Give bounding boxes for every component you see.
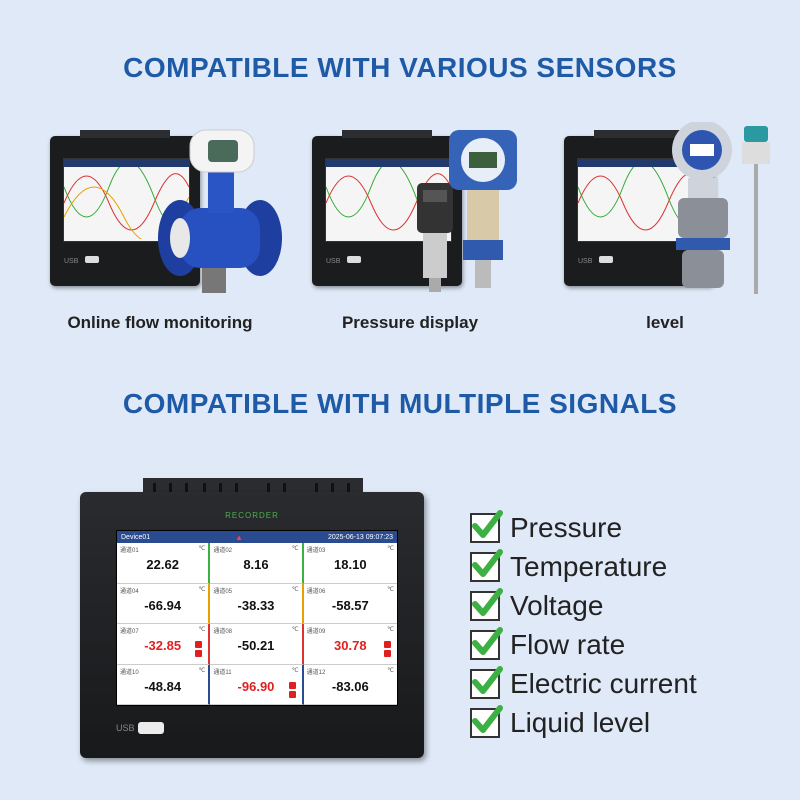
channel-value: -48.84 — [144, 678, 182, 694]
alarm-bell-icon: ▲ — [235, 532, 244, 542]
channel-cell: 通道09 ℃ 30.78 — [303, 624, 397, 665]
signal-label: Temperature — [510, 550, 668, 582]
checkmark-icon — [470, 509, 503, 543]
channel-unit: ℃ — [387, 667, 394, 674]
channel-unit: ℃ — [198, 586, 206, 593]
product-flow-monitoring: USB — [50, 128, 290, 298]
alarm-flag-icon — [384, 650, 391, 657]
recorder-image: USB — [312, 130, 462, 286]
channel-unit: ℃ — [387, 586, 394, 593]
usb-label: USB — [116, 723, 135, 733]
channel-unit: ℃ — [198, 546, 206, 552]
channel-unit: ℃ — [291, 667, 299, 674]
level-sensor-icon — [672, 122, 770, 294]
channel-value: -96.90 — [237, 678, 275, 694]
alarm-flag-icon — [195, 650, 203, 657]
checkmark-icon — [470, 704, 503, 738]
checkmark-icon — [470, 626, 503, 660]
caption-flow: Online flow monitoring — [67, 313, 253, 332]
product-pressure-display: USB — [312, 128, 552, 298]
channel-name: 通道10 — [120, 669, 139, 676]
checkmark-icon — [470, 548, 503, 582]
channel-unit: ℃ — [198, 627, 206, 633]
flow-meter-icon — [158, 129, 282, 293]
channel-value: -32.85 — [144, 638, 182, 653]
channel-name: 通道07 — [120, 629, 139, 635]
signal-item: Temperature — [470, 547, 697, 586]
channel-cell: 通道05 ℃ -38.33 — [210, 583, 304, 624]
channel-cell: 通道07 ℃ -32.85 — [117, 624, 211, 665]
channel-value: 30.78 — [334, 638, 367, 653]
channel-unit: ℃ — [291, 546, 299, 552]
pressure-transmitter-icon — [417, 130, 517, 292]
usb-port — [138, 722, 164, 734]
channel-cell: 通道04 ℃ -66.94 — [117, 583, 211, 624]
channel-name: 通道11 — [213, 669, 232, 676]
signal-item: Flow rate — [470, 625, 697, 664]
channel-cell: 通道11 ℃ -96.90 — [210, 664, 304, 705]
signal-item: Voltage — [470, 586, 697, 625]
channel-name: 通道01 — [120, 548, 139, 554]
alarm-flag-icon — [288, 681, 296, 689]
signal-item: Electric current — [470, 664, 697, 703]
channel-value: 22.62 — [146, 557, 179, 572]
channel-name: 通道12 — [306, 669, 326, 676]
channel-cell: 通道08 ℃ -50.21 — [210, 624, 304, 665]
channel-cell: 通道10 ℃ -48.84 — [117, 664, 211, 705]
alarm-flag-icon — [384, 641, 391, 648]
channel-name: 通道08 — [213, 629, 233, 635]
channel-name: 通道09 — [306, 629, 326, 635]
signals-heading: COMPATIBLE WITH MULTIPLE SIGNALS — [122, 388, 678, 419]
signal-item: Pressure — [470, 508, 697, 547]
caption-level: level — [646, 313, 684, 332]
device-name: Device01 — [121, 533, 151, 541]
signal-item: Liquid level — [470, 703, 697, 742]
channel-unit: ℃ — [387, 627, 394, 633]
channel-name: 通道03 — [306, 548, 326, 554]
channel-value: -58.57 — [331, 597, 369, 613]
alarm-flag-icon — [288, 690, 296, 698]
channel-value: -38.33 — [237, 597, 275, 613]
signal-label: Liquid level — [510, 706, 651, 738]
channel-value: 18.10 — [334, 557, 367, 572]
caption-pressure: Pressure display — [341, 313, 479, 332]
channel-value: -50.21 — [237, 638, 275, 653]
channel-name: 通道06 — [306, 588, 326, 595]
channel-unit: ℃ — [291, 586, 299, 593]
channel-name: 通道05 — [213, 588, 233, 595]
alarm-flag-icon — [195, 641, 203, 648]
signal-label: Flow rate — [510, 628, 626, 660]
signal-label: Voltage — [510, 589, 604, 621]
checkmark-icon — [470, 665, 503, 699]
channel-unit: ℃ — [198, 667, 206, 674]
datetime: 2025-06-13 09:07:23 — [327, 533, 393, 541]
channel-cell: 通道03 ℃ 18.10 — [303, 543, 397, 584]
recorder-device: RECORDER Device01 ▲ 2025-06-13 09:07:23 … — [80, 478, 424, 758]
channel-cell: 通道06 ℃ -58.57 — [303, 584, 397, 624]
channel-cell: 通道12 ℃ -83.06 — [303, 665, 397, 705]
recorder-screen: Device01 ▲ 2025-06-13 09:07:23 通道01 ℃ 22.6… — [116, 530, 398, 706]
channel-cell: 通道02 ℃ 8.16 — [210, 543, 304, 584]
signal-label: Electric current — [510, 667, 697, 699]
product-level: USB — [564, 122, 800, 298]
sensors-heading: COMPATIBLE WITH VARIOUS SENSORS — [123, 52, 677, 83]
channel-name: 通道02 — [213, 548, 233, 554]
channel-name: 通道04 — [120, 588, 139, 595]
channel-value: -83.06 — [331, 678, 369, 694]
channel-value: 8.16 — [243, 557, 269, 572]
channel-unit: ℃ — [387, 546, 394, 552]
channel-unit: ℃ — [291, 627, 299, 633]
checkmark-icon — [470, 587, 503, 621]
channel-cell: 通道01 ℃ 22.62 — [117, 543, 211, 584]
recorder-brand: RECORDER — [225, 511, 279, 520]
signal-label: Pressure — [510, 511, 623, 543]
channel-value: -66.94 — [144, 597, 182, 613]
